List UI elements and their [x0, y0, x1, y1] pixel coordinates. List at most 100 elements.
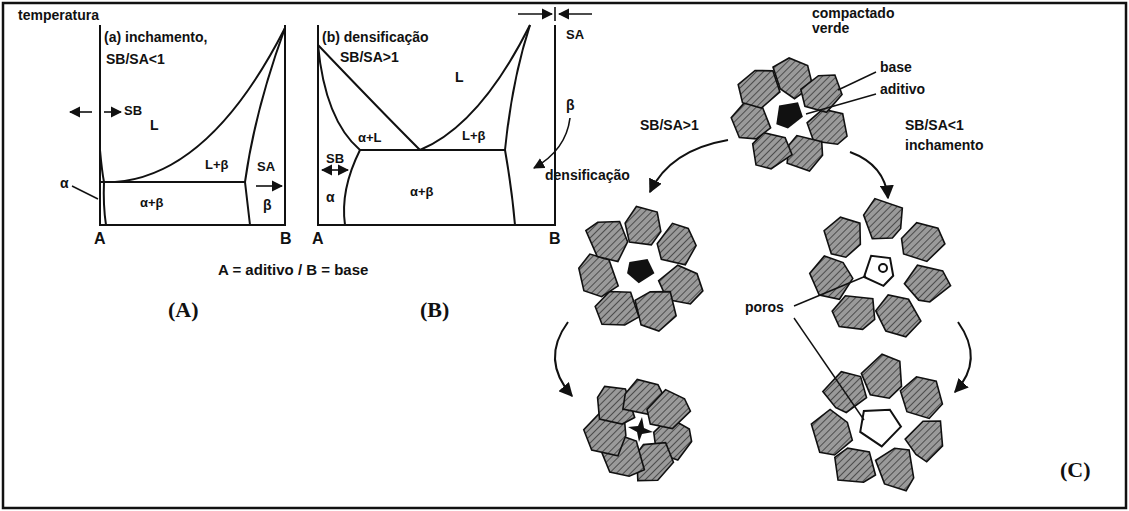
part-label: base: [880, 60, 912, 75]
leader-line: [794, 276, 866, 306]
base-grain: [731, 102, 770, 139]
phase-label: α+β: [140, 196, 164, 210]
phase-label: L+β: [205, 158, 228, 172]
tick: [554, 7, 556, 21]
base-grain: [835, 448, 876, 482]
base-grain: [810, 256, 853, 299]
liquid-phase: [628, 417, 653, 442]
axis-end-label: A: [94, 230, 106, 248]
leader-line: [806, 94, 876, 114]
ratio-label: SB/SA<1: [106, 52, 165, 67]
legend-note: A = aditivo / B = base: [218, 262, 368, 279]
leader-line: [838, 72, 876, 90]
part-label: aditivo: [880, 82, 925, 97]
arrow: [70, 111, 92, 113]
process-arrows: [555, 72, 971, 420]
arrow: [336, 169, 348, 171]
phase-label: β: [566, 98, 575, 113]
base-grain: [787, 136, 822, 172]
leader-line: [72, 186, 98, 199]
axis-title: temperatura: [18, 8, 99, 23]
leader-line: [794, 318, 864, 420]
solubility-label: SB: [326, 152, 344, 166]
base-grain: [586, 222, 628, 262]
solubility-label: SA: [566, 28, 584, 42]
base-grain: [902, 223, 945, 262]
phase-label: β: [263, 198, 272, 213]
arrow: [850, 152, 888, 198]
base-grain: [824, 217, 860, 257]
solvus: [505, 25, 530, 225]
liquidus: [318, 45, 420, 150]
ratio-label: SB/SA>1: [340, 50, 399, 65]
arrow: [256, 185, 282, 187]
panel-letter: (C): [1060, 458, 1091, 482]
arrow: [322, 169, 336, 171]
arrow: [650, 140, 728, 192]
base-grain: [801, 75, 842, 112]
phase-label: α: [326, 190, 335, 205]
base-grain: [647, 390, 690, 429]
process-label: inchamento: [905, 138, 984, 153]
arrow: [555, 322, 572, 396]
base-grain: [635, 292, 676, 331]
pore: [864, 256, 893, 286]
base-grain: [625, 207, 661, 245]
base-grain: [861, 354, 901, 398]
process-label: densificação: [545, 168, 630, 183]
eutectic-line: [360, 149, 505, 151]
axes: [100, 25, 285, 225]
axis-end-label: A: [312, 230, 324, 248]
solvus: [245, 28, 285, 225]
grain-cluster: [584, 379, 692, 480]
base-grain: [657, 223, 696, 264]
solvus: [100, 150, 106, 225]
arrow: [955, 322, 971, 392]
panel-heading: (a) inchamento,: [104, 30, 207, 45]
solubility-label: SA: [257, 160, 275, 174]
eutectic-line: [100, 181, 245, 183]
base-grain: [904, 265, 950, 302]
phase-label: L: [150, 118, 159, 133]
part-label: poros: [745, 300, 784, 315]
grain-cluster: [811, 354, 942, 491]
phase-label: α+β: [410, 185, 434, 199]
phase-label: L+β: [462, 129, 485, 143]
axes: [318, 25, 555, 225]
grain-cluster: [810, 199, 951, 337]
frame: [3, 3, 1126, 508]
base-grain: [900, 377, 942, 419]
base-grain: [876, 295, 921, 337]
arrow: [534, 118, 570, 168]
base-grain: [753, 133, 792, 169]
solubility-label: SB: [124, 104, 142, 118]
additive-particle: [776, 102, 803, 128]
base-grain: [864, 199, 903, 239]
phase-diagram-b: [318, 7, 592, 225]
phase-diagram-a: [70, 25, 285, 225]
grain-clusters: [579, 58, 951, 491]
grain-cluster: [731, 58, 847, 171]
solvus: [344, 150, 360, 225]
base-grain: [811, 409, 852, 455]
tick: [99, 105, 101, 119]
axis-end-label: B: [549, 230, 561, 248]
arrow: [104, 111, 121, 113]
ratio-label: SB/SA<1: [905, 118, 964, 133]
phase-label: L: [455, 70, 464, 85]
base-grain: [876, 448, 914, 491]
pore: [860, 410, 901, 447]
phase-label: α+L: [358, 131, 382, 145]
base-grain: [832, 296, 874, 330]
panel-heading: (b) densificação: [322, 30, 429, 45]
panel-letter: (B): [420, 298, 449, 322]
phase-label: α: [60, 176, 69, 191]
additive-particle: [627, 259, 654, 283]
grain-cluster: [579, 207, 703, 332]
arrow: [518, 13, 552, 15]
arrow: [559, 13, 592, 15]
stage-label: compactado verde: [812, 6, 912, 37]
axis-end-label: B: [280, 230, 292, 248]
